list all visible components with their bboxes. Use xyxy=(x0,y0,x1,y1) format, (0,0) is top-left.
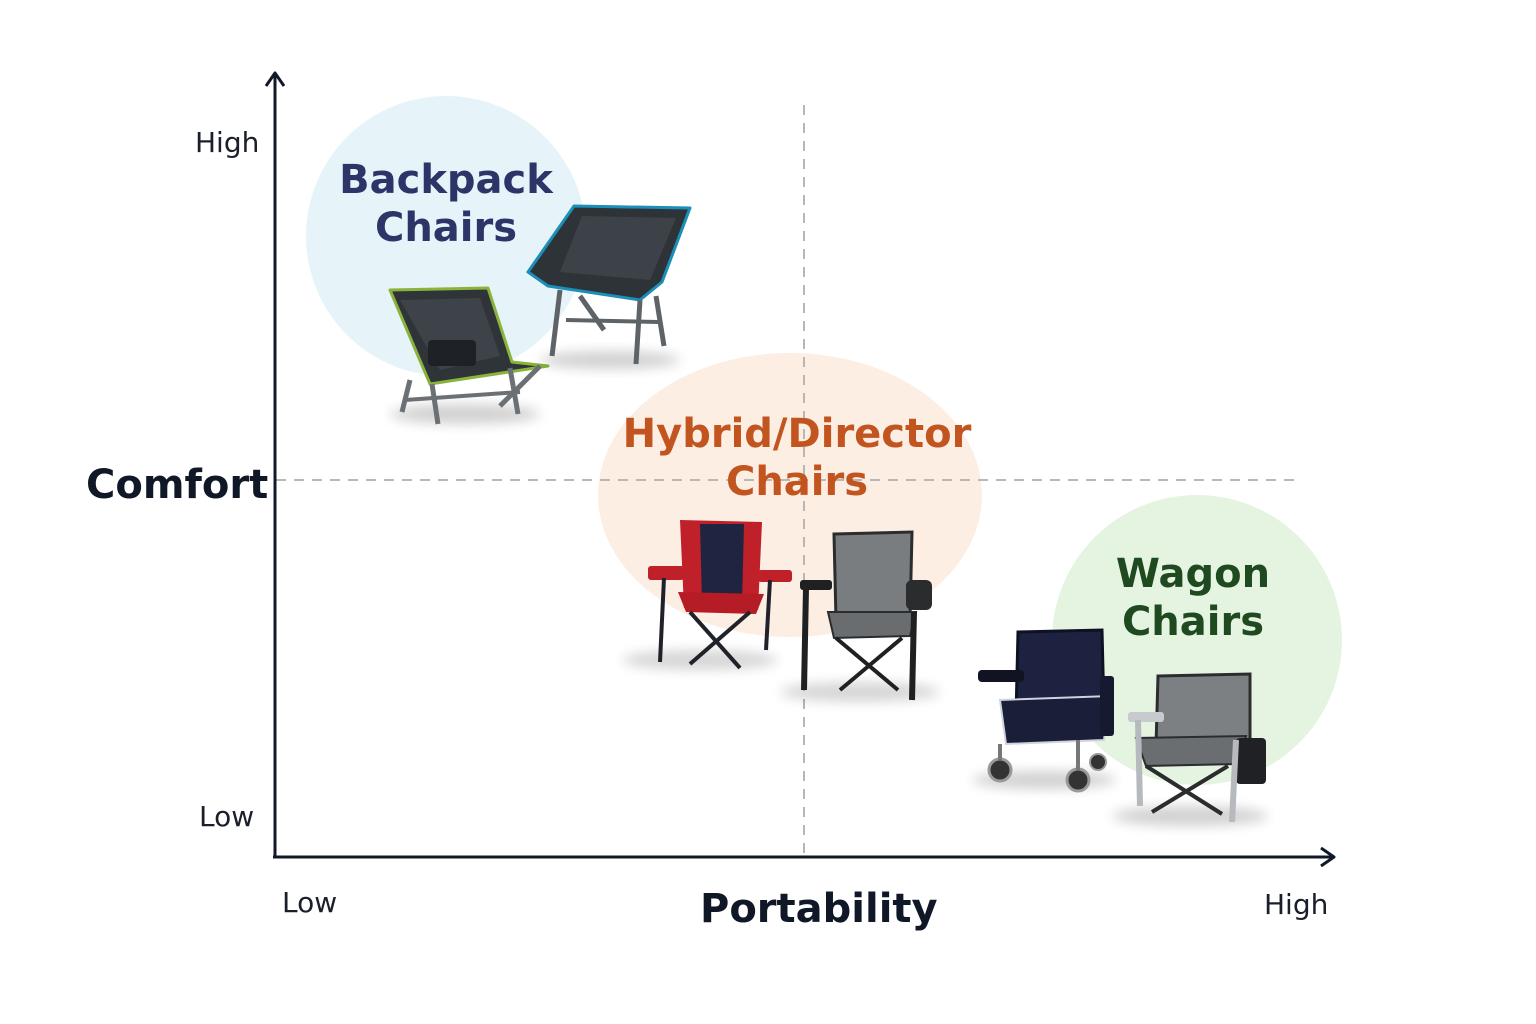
x-axis-title: Portability xyxy=(700,886,938,932)
x-axis-high-label: High xyxy=(1264,888,1329,921)
hybrid-label-line2: Chairs xyxy=(725,459,869,505)
x-axis-low-label: Low xyxy=(282,886,338,919)
y-axis-title: Comfort xyxy=(86,462,269,508)
backpack-label-line1: Backpack xyxy=(339,157,553,203)
backpack-bubble xyxy=(306,96,586,376)
backpack-chairs-label: Backpack Chairs xyxy=(339,156,553,252)
wagon-label-line1: Wagon xyxy=(1115,551,1271,597)
wagon-chair-grey-image xyxy=(1112,672,1268,826)
hybrid-director-chairs-label: Hybrid/Director Chairs xyxy=(623,410,972,506)
backpack-chair-green-image xyxy=(388,286,550,425)
wagon-bubble xyxy=(1052,495,1342,785)
backpack-label-line2: Chairs xyxy=(374,205,518,251)
wagon-chair-navy-image xyxy=(972,628,1116,793)
y-axis-arrow-icon xyxy=(264,71,286,87)
backpack-chair-blue-image xyxy=(526,204,692,369)
director-chair-grey-image xyxy=(780,530,940,702)
y-axis-low-label: Low xyxy=(199,800,255,833)
wagon-label-line2: Chairs xyxy=(1121,599,1265,645)
y-axis-high-label: High xyxy=(195,126,260,159)
hybrid-label-line1: Hybrid/Director xyxy=(622,411,972,457)
wagon-chairs-label: Wagon Chairs xyxy=(1116,550,1270,646)
x-axis-arrow-icon xyxy=(1320,846,1336,868)
director-chair-red-image xyxy=(622,520,792,670)
